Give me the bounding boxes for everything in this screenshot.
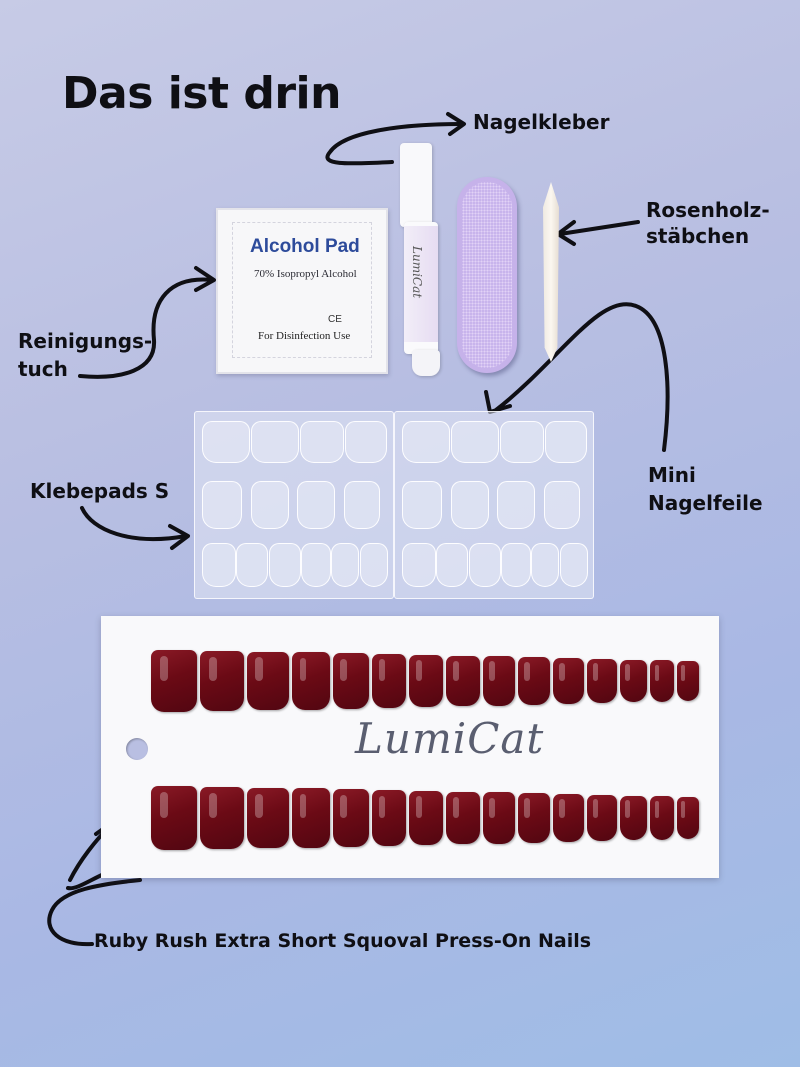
adhesive-tabs: [194, 411, 594, 599]
press-on-nail: [247, 787, 289, 849]
adhesive-tab: [297, 481, 335, 529]
adhesive-tab: [451, 421, 499, 463]
label-rosewood-stick-1: Rosenholz-: [646, 198, 770, 222]
adhesive-tab: [531, 543, 560, 587]
card-brand: LumiCat: [355, 714, 545, 763]
glue-label-band: [404, 226, 438, 342]
pad-subtitle: 70% Isopropyl Alcohol: [254, 268, 357, 280]
press-on-nail: [409, 654, 443, 708]
press-on-nail: [587, 658, 617, 704]
press-on-nail: [333, 653, 369, 709]
press-on-nail: [151, 650, 197, 712]
press-on-nail: [677, 661, 699, 701]
tab-sheet-right: [394, 411, 594, 599]
glue-tip: [412, 350, 440, 376]
press-on-nail: [200, 650, 244, 712]
press-on-nail: [200, 786, 244, 850]
label-file-1: Mini: [648, 463, 696, 487]
adhesive-tab: [501, 543, 531, 587]
alcohol-pad: Alcohol Pad 70% Isopropyl Alcohol CE For…: [216, 208, 388, 374]
card-hang-hole: [126, 738, 148, 760]
press-on-nail: [587, 794, 617, 842]
label-rosewood-stick-2: stäbchen: [646, 224, 750, 248]
nail-file-surface: [462, 182, 512, 368]
press-on-nail: [292, 652, 330, 710]
press-on-nail: [483, 656, 515, 706]
adhesive-tab: [268, 543, 301, 587]
pad-title: Alcohol Pad: [250, 236, 360, 257]
press-on-nail: [446, 655, 480, 707]
label-file-2: Nagelfeile: [648, 491, 763, 515]
adhesive-tab: [543, 481, 580, 529]
page-title: Das ist drin: [62, 68, 341, 119]
label-wipe-2: tuch: [18, 357, 68, 381]
press-on-nail: [553, 794, 584, 842]
adhesive-tab: [559, 543, 588, 587]
press-on-nail: [650, 796, 674, 840]
curved-arrow-icon: [80, 506, 190, 550]
label-nail-glue: Nagelkleber: [473, 110, 610, 134]
adhesive-tab: [500, 421, 544, 463]
label-wipe-1: Reinigungs-: [18, 329, 153, 353]
adhesive-tab: [202, 543, 236, 587]
press-on-nail: [518, 657, 550, 705]
tab-sheet-left: [194, 411, 394, 599]
adhesive-tab: [331, 543, 360, 587]
glue-brand: LumiCat: [410, 246, 424, 299]
adhesive-tab: [497, 481, 535, 529]
adhesive-tab: [450, 481, 489, 529]
adhesive-tab: [359, 543, 388, 587]
press-on-nail: [372, 790, 406, 846]
press-on-nail: [151, 786, 197, 850]
press-on-nail: [247, 651, 289, 711]
adhesive-tab: [402, 543, 436, 587]
press-on-nail: [620, 659, 647, 703]
curved-arrow-icon: [325, 112, 466, 166]
nail-card: LumiCat: [101, 616, 719, 878]
adhesive-tab: [402, 481, 442, 529]
press-on-nail: [292, 788, 330, 848]
pad-border: [232, 222, 372, 358]
adhesive-tab: [202, 481, 242, 529]
label-nails: Ruby Rush Extra Short Squoval Press-On N…: [94, 930, 592, 952]
pad-ce-mark: CE: [328, 314, 342, 325]
press-on-nail: [553, 658, 584, 704]
press-on-nail: [446, 791, 480, 845]
press-on-nail: [409, 790, 443, 846]
press-on-nail: [518, 793, 550, 843]
adhesive-tab: [300, 421, 344, 463]
adhesive-tab: [301, 543, 331, 587]
label-adhesive-tabs: Klebepads S: [30, 479, 170, 503]
adhesive-tab: [545, 421, 587, 463]
glue-cap: [400, 143, 432, 227]
adhesive-tab: [236, 543, 269, 587]
press-on-nail: [372, 654, 406, 708]
press-on-nail: [650, 660, 674, 702]
adhesive-tab: [436, 543, 469, 587]
press-on-nail: [620, 795, 647, 841]
adhesive-tab: [345, 421, 387, 463]
adhesive-tab: [250, 481, 289, 529]
pad-use-text: For Disinfection Use: [258, 330, 351, 342]
adhesive-tab: [402, 421, 450, 463]
press-on-nail: [333, 789, 369, 847]
curved-arrow-icon: [78, 266, 216, 379]
press-on-nail: [677, 797, 699, 839]
press-on-nail: [483, 792, 515, 844]
adhesive-tab: [202, 421, 250, 463]
rosewood-stick: [543, 182, 559, 362]
adhesive-tab: [343, 481, 380, 529]
curved-arrow-icon: [556, 220, 640, 246]
adhesive-tab: [251, 421, 299, 463]
adhesive-tab: [468, 543, 501, 587]
